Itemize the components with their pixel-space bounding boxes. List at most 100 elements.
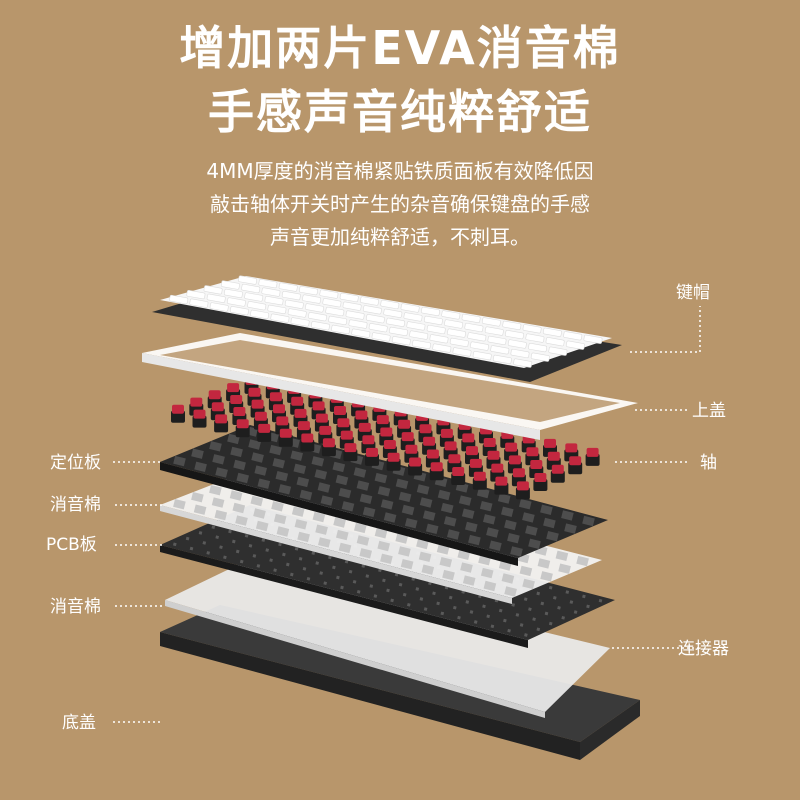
keycap (400, 303, 420, 313)
keycap (351, 328, 371, 338)
foam-hole (395, 533, 409, 544)
keycap (220, 280, 240, 290)
switch-stem (586, 447, 599, 457)
pcb-hole (586, 604, 590, 609)
plate-hole (489, 540, 502, 551)
keycap (186, 290, 206, 300)
keycap (380, 299, 400, 310)
switch-stem (248, 387, 261, 397)
keycap (542, 327, 562, 337)
foam-hole (173, 498, 186, 510)
switch-stem (466, 446, 478, 456)
pcb-hole (528, 607, 532, 612)
label-keycaps: 键帽 (676, 283, 710, 303)
pcb-hole (532, 617, 536, 622)
plate-hole (278, 484, 292, 495)
plate-hole (290, 450, 304, 461)
switch-stem (483, 438, 496, 447)
pcb-hole (231, 539, 236, 544)
keycap (389, 326, 408, 336)
switch-stem (337, 418, 350, 428)
switch-stem (319, 425, 332, 435)
switch-stem (208, 390, 221, 400)
foam-hole (276, 526, 290, 537)
keycap (545, 337, 565, 347)
foam-hole (501, 573, 515, 584)
label-switches: 轴 (700, 453, 717, 473)
switch-stem (530, 460, 543, 469)
keycap (441, 310, 461, 320)
plate-hole (257, 478, 271, 489)
switch-stem (444, 441, 457, 451)
keycap (481, 317, 501, 327)
pcb-hole (432, 591, 436, 596)
foam-hole (253, 508, 266, 519)
pcb-hole (319, 571, 324, 575)
pcb-hole (244, 533, 249, 538)
keycap (386, 317, 406, 327)
switch-stem (547, 451, 560, 461)
keycap (563, 331, 583, 341)
plate-hole (437, 489, 451, 501)
keycap (328, 315, 348, 325)
switch-stem (469, 458, 482, 468)
headline-line-1: 增加两片EVA消音棉 (179, 21, 621, 75)
switch-stem (276, 416, 289, 426)
plate-hole (353, 467, 367, 478)
label-connector: 连接器 (678, 639, 729, 659)
pcb-hole (523, 597, 528, 602)
pcb-hole (215, 535, 220, 540)
switch-stem (383, 440, 396, 449)
plate-hole (311, 456, 325, 467)
plate-hole (269, 444, 282, 456)
pcb-hole (228, 529, 232, 534)
plate-hole (479, 500, 493, 512)
foam-hole (537, 558, 551, 569)
keycap (342, 301, 362, 311)
foam-hole (519, 565, 533, 577)
keycap (365, 314, 385, 324)
plate-hole (380, 499, 394, 510)
keycap (169, 294, 189, 305)
plate-hole (248, 439, 261, 450)
pcb-hole (515, 613, 520, 617)
pcb-hole (302, 566, 307, 571)
label-pcb: PCB板 (46, 535, 97, 555)
keycap (250, 309, 270, 319)
plate-hole (504, 519, 517, 531)
keycap (226, 297, 246, 307)
plate-hole (500, 506, 514, 518)
foam-hole (315, 524, 328, 535)
keycap (528, 343, 548, 353)
switches-layer (171, 375, 600, 500)
keycap (299, 286, 318, 296)
foam-hole (271, 501, 284, 512)
switch-stem (487, 450, 500, 460)
pcb-hole (352, 579, 357, 584)
foam-hole (540, 571, 553, 582)
switch-stem (366, 447, 378, 457)
foam-hole (418, 551, 432, 563)
plate-hole (236, 472, 250, 484)
pcb-hole (185, 536, 190, 541)
plate-hole (173, 455, 186, 467)
keycap (241, 283, 261, 294)
switch-stem (312, 401, 325, 411)
switch-stem (344, 443, 357, 453)
pcb-hole (419, 597, 424, 601)
pcb-hole (298, 556, 303, 561)
keycap (492, 354, 512, 364)
pcb-hole (457, 615, 461, 620)
keycap (444, 319, 464, 329)
foam-hole (335, 529, 349, 541)
pcb-hole (344, 559, 349, 564)
plate-hole (293, 463, 307, 475)
pcb-hole (256, 564, 261, 568)
switch-stem (448, 454, 461, 464)
pcb-hole (365, 574, 370, 578)
switch-stem (473, 471, 486, 481)
switch-stem (376, 415, 389, 425)
label-plate: 定位板 (50, 453, 101, 473)
switch-stem (251, 399, 264, 409)
